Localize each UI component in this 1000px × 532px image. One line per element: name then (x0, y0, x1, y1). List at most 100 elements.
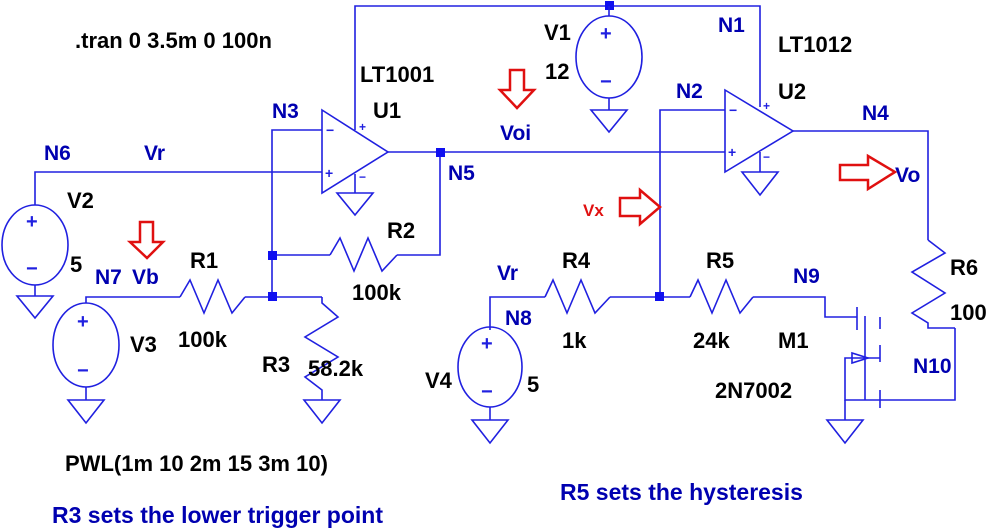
junction-n3 (268, 251, 277, 260)
resistor-r5[interactable] (689, 277, 754, 316)
r2-name: R2 (387, 218, 415, 243)
probe-arrow-vb (126, 220, 167, 260)
r1-name: R1 (190, 248, 218, 273)
net-n9: N9 (793, 265, 820, 288)
net-n3: N3 (272, 100, 299, 123)
ground-icon (302, 399, 342, 425)
probe-arrow-voi (497, 68, 537, 110)
net-vo: Vo (895, 164, 920, 187)
ground-icon (825, 419, 865, 445)
m1-model: 2N7002 (715, 378, 792, 403)
v4-name: V4 (425, 368, 453, 393)
probe-vx: Vx (583, 201, 604, 220)
wire-n2 (659, 109, 725, 296)
wire-n9 (753, 296, 857, 318)
v3-name: V3 (130, 332, 157, 357)
wire-r2-right (397, 152, 441, 256)
v2-plus: + (26, 211, 38, 233)
v4-minus: − (481, 381, 493, 403)
r5-name: R5 (706, 248, 734, 273)
u1-plus: + (325, 165, 333, 181)
net-n8: N8 (505, 307, 532, 330)
net-n7: N7 (95, 266, 122, 289)
opamp-u2[interactable]: − + + − (724, 88, 795, 197)
opamp-u1[interactable]: − + + − (321, 108, 390, 217)
source-v4[interactable]: + − (457, 326, 523, 445)
v1-value: 12 (545, 59, 569, 84)
r4-value: 1k (562, 328, 587, 353)
junction-n1 (605, 1, 614, 10)
wires (34, 5, 956, 401)
source-v2[interactable]: + − (1, 204, 69, 320)
net-n4: N4 (862, 102, 889, 125)
wire-n1 (354, 5, 761, 130)
m1-source-wire (844, 357, 880, 401)
opamp-u1-body (321, 108, 390, 195)
net-vr-top: Vr (144, 142, 165, 165)
v1-name: V1 (544, 20, 571, 45)
v1-plus: + (600, 23, 612, 45)
ground-icon (589, 109, 629, 134)
r5-value: 24k (693, 328, 730, 353)
r6-name: R6 (950, 255, 978, 280)
resistor-r4[interactable] (544, 277, 611, 316)
v4-plus: + (481, 333, 493, 355)
wire-n6 (34, 171, 322, 205)
resistor-r6[interactable] (910, 239, 955, 329)
v1-minus: − (600, 71, 612, 93)
net-n2: N2 (676, 80, 703, 103)
sim-directive: .tran 0 3.5m 0 100n (75, 28, 272, 53)
m1-name: M1 (778, 328, 809, 353)
opamp-u2-body (724, 88, 795, 174)
wire-n7 (85, 296, 180, 303)
net-n1: N1 (718, 14, 745, 37)
r3-value: 58.2k (308, 356, 364, 381)
wire-n4 (793, 130, 929, 240)
r4-name: R4 (562, 248, 591, 273)
u1-vplus: + (359, 120, 366, 134)
mosfet-m1[interactable] (825, 307, 913, 445)
v2-value: 5 (70, 252, 82, 277)
net-vr-bottom: Vr (497, 262, 518, 285)
u2-vminus: − (763, 150, 770, 164)
r6-value: 100 (950, 300, 987, 325)
source-v1[interactable]: + − (575, 6, 643, 134)
junctions (268, 1, 664, 301)
u2-plus: + (728, 144, 736, 160)
r3-name: R3 (262, 352, 290, 377)
v4-value: 5 (527, 372, 539, 397)
v3-minus: − (77, 360, 89, 382)
v2-name: V2 (67, 188, 94, 213)
probe-arrow-vo (838, 153, 898, 192)
ground-icon (335, 192, 375, 217)
wire-n3 (271, 129, 322, 296)
v3-plus: + (77, 311, 89, 333)
net-n5: N5 (448, 162, 475, 185)
v2-minus: − (26, 258, 38, 280)
note-lower-trigger: R3 sets the lower trigger point (52, 502, 383, 528)
wire-n8 (489, 296, 545, 330)
ground-icon (15, 295, 55, 320)
resistor-r3[interactable] (303, 297, 340, 400)
net-n10: N10 (913, 355, 952, 378)
resistor-r1[interactable] (179, 277, 246, 316)
labels: .tran 0 3.5m 0 100n LT1001 U1 LT1012 U2 … (44, 14, 987, 528)
net-voi: Voi (500, 122, 531, 145)
u1-model: LT1001 (360, 62, 434, 87)
u2-name: U2 (778, 79, 806, 104)
resistor-r2[interactable] (329, 235, 398, 274)
junction-n5 (436, 148, 445, 157)
junction-r4-r5 (655, 292, 664, 301)
note-hysteresis: R5 sets the hysteresis (560, 479, 803, 505)
ground-icon (470, 419, 510, 445)
probe-arrow-vx (618, 187, 662, 227)
r2-value: 100k (352, 280, 402, 305)
u2-model: LT1012 (778, 32, 852, 57)
u1-name: U1 (373, 98, 401, 123)
wire-n10 (913, 328, 956, 401)
ground-icon (66, 399, 106, 425)
r1-value: 100k (178, 327, 228, 352)
u1-vminus: − (359, 170, 366, 184)
source-v3[interactable]: + − (52, 302, 120, 425)
